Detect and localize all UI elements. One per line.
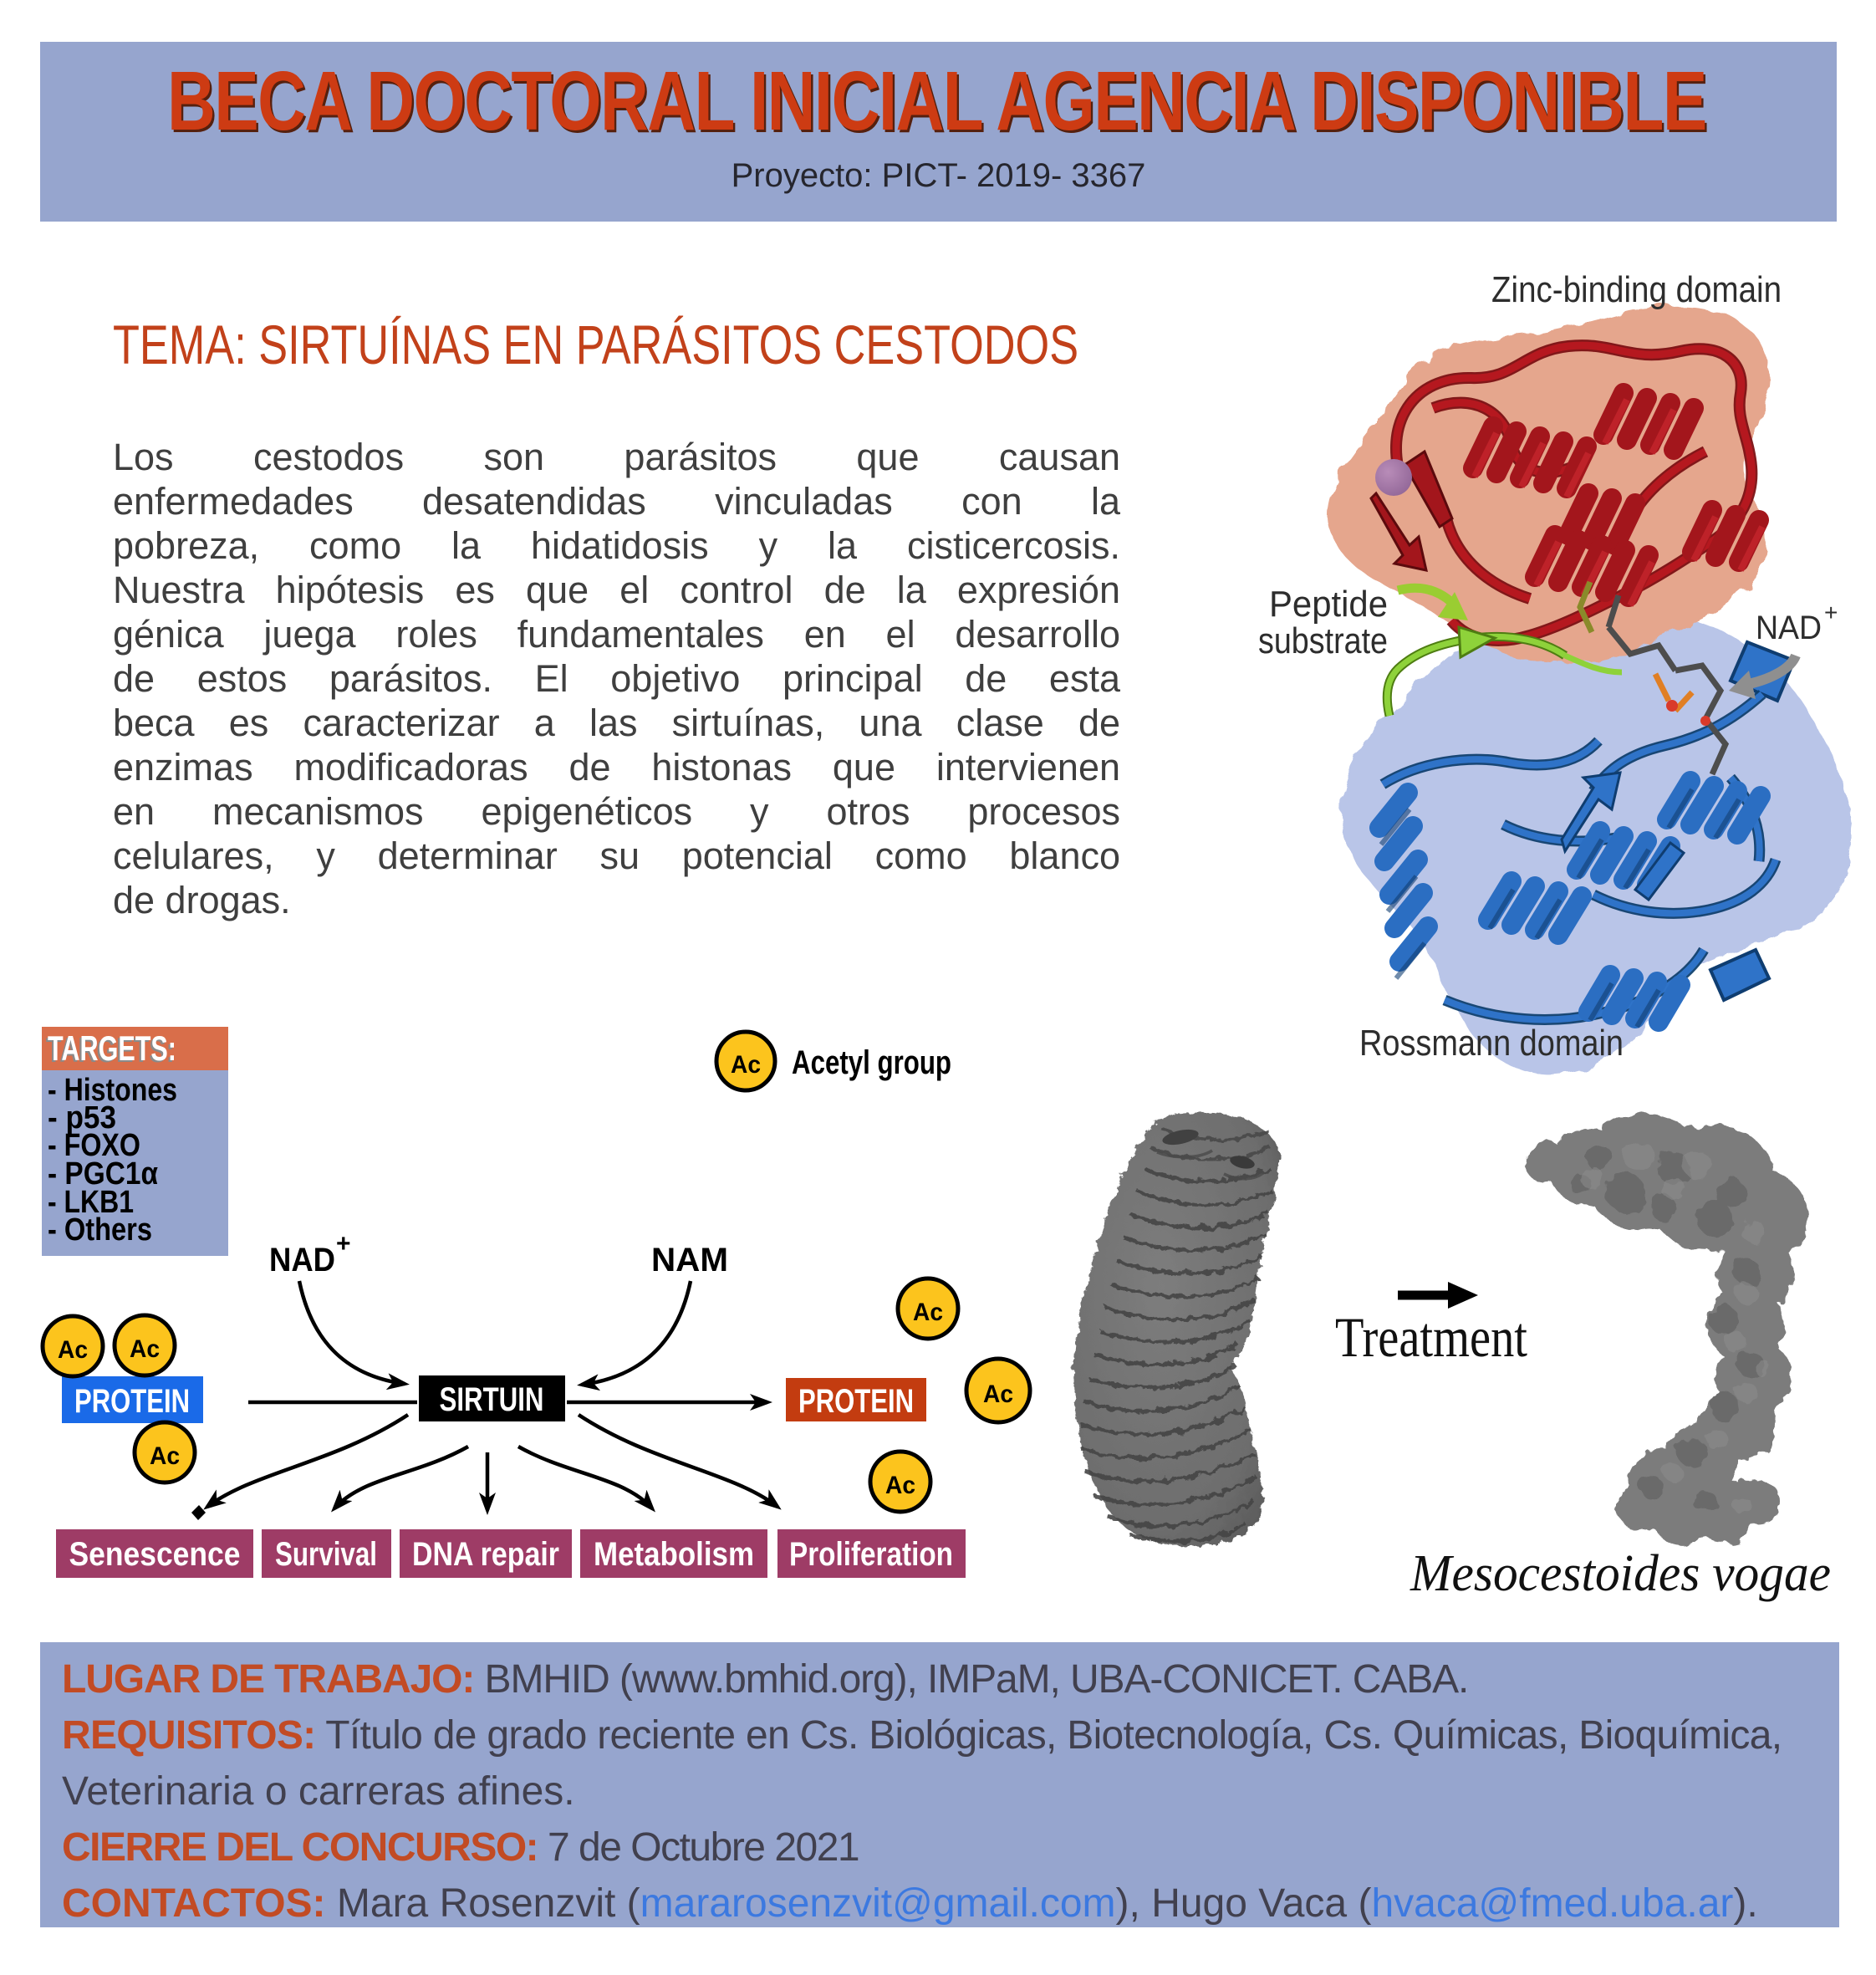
svg-text:- FOXO: - FOXO [48,1128,140,1163]
svg-text:Ac: Ac [983,1380,1013,1408]
svg-text:+: + [1824,600,1838,625]
svg-text:Survival: Survival [275,1536,377,1573]
svg-text:Senescence: Senescence [69,1536,241,1573]
svg-text:NAM: NAM [651,1242,728,1278]
svg-text:Mesocestoides vogae: Mesocestoides vogae [1410,1545,1831,1602]
svg-text:- Histones: - Histones [48,1073,177,1108]
svg-text:NAD: NAD [269,1242,335,1278]
svg-text:+: + [336,1230,351,1258]
svg-text:- Others: - Others [48,1212,152,1248]
svg-text:PROTEIN: PROTEIN [74,1383,190,1420]
svg-text:NAD: NAD [1756,610,1822,646]
svg-text:Treatment: Treatment [1335,1305,1527,1369]
svg-text:Ac: Ac [913,1299,943,1326]
svg-text:SIRTUIN: SIRTUIN [440,1381,544,1418]
svg-text:Peptide: Peptide [1269,584,1388,625]
svg-text:Metabolism: Metabolism [594,1536,754,1573]
svg-text:Rossmann domain: Rossmann domain [1359,1023,1624,1064]
svg-text:- p53: - p53 [48,1100,116,1135]
svg-text:Ac: Ac [150,1442,180,1470]
svg-text:Zinc-binding domain: Zinc-binding domain [1491,269,1782,310]
svg-text:TARGETS:: TARGETS: [48,1028,176,1068]
svg-text:DNA repair: DNA repair [412,1536,559,1573]
svg-text:PROTEIN: PROTEIN [798,1383,914,1420]
svg-text:substrate: substrate [1258,620,1388,661]
svg-text:- LKB1: - LKB1 [48,1185,134,1220]
svg-text:Ac: Ac [885,1472,915,1499]
svg-text:Ac: Ac [731,1051,761,1079]
svg-text:Proliferation: Proliferation [789,1536,953,1573]
svg-text:Ac: Ac [58,1336,88,1364]
svg-text:Acetyl group: Acetyl group [792,1044,951,1081]
svg-text:Ac: Ac [130,1335,160,1363]
svg-text:- PGC1α: - PGC1α [48,1156,158,1192]
